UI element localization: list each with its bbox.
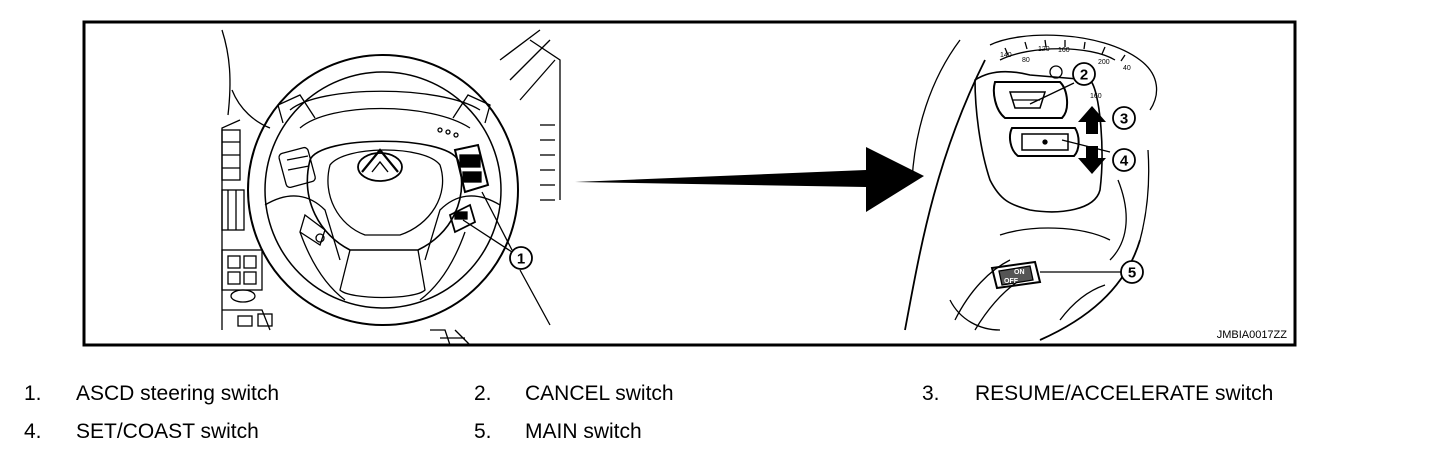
callout-5-label: 5 <box>1128 265 1136 282</box>
callout-1-label: 1 <box>517 251 525 268</box>
callout-4: 4 <box>1112 148 1136 172</box>
gauge-tick-1: 140 <box>1000 52 1012 59</box>
gauge-tick-6: 40 <box>1123 65 1131 72</box>
callout-2-label: 2 <box>1080 67 1088 84</box>
callout-5: 5 <box>1120 260 1144 284</box>
gauge-tick-5: 200 <box>1098 59 1110 66</box>
main-button-on-text: ON <box>1014 269 1025 276</box>
legend-item-2-text: CANCEL switch <box>525 382 674 405</box>
legend-item-3-number: 3. <box>922 382 940 405</box>
main-button-off-text: OFF <box>1004 278 1019 285</box>
gauge-numbers: 140 120 160 80 200 40 160 <box>1000 46 1131 100</box>
up-arrow-icon <box>1078 106 1106 134</box>
legend-item-2-number: 2. <box>474 382 492 405</box>
switch-closeup-illustration <box>904 34 1158 341</box>
callout-2: 2 <box>1072 62 1096 86</box>
legend-item-4-number: 4. <box>24 420 42 443</box>
legend-item-4-text: SET/COAST switch <box>76 420 259 443</box>
legend-item-1-text: ASCD steering switch <box>76 382 280 405</box>
legend-item-3-text: RESUME/ACCELERATE switch <box>975 382 1274 405</box>
legend-item-5-number: 5. <box>474 420 492 443</box>
legend-item-1-number: 1. <box>24 382 42 405</box>
zoom-arrow <box>575 147 924 212</box>
callout-4-label: 4 <box>1120 153 1129 170</box>
down-arrow-icon <box>1078 146 1106 174</box>
callout-1: 1 <box>509 246 533 270</box>
figure-code: JMBIA0017ZZ <box>1217 329 1288 341</box>
gauge-tick-4: 80 <box>1022 57 1030 64</box>
gauge-tick-2: 120 <box>1038 46 1050 53</box>
gauge-tick-7: 160 <box>1090 93 1102 100</box>
legend-item-5-text: MAIN switch <box>525 420 642 443</box>
steering-wheel-illustration <box>221 29 561 346</box>
callout-3: 3 <box>1112 106 1136 130</box>
gauge-tick-3: 160 <box>1058 47 1070 54</box>
callout-3-label: 3 <box>1120 111 1128 128</box>
